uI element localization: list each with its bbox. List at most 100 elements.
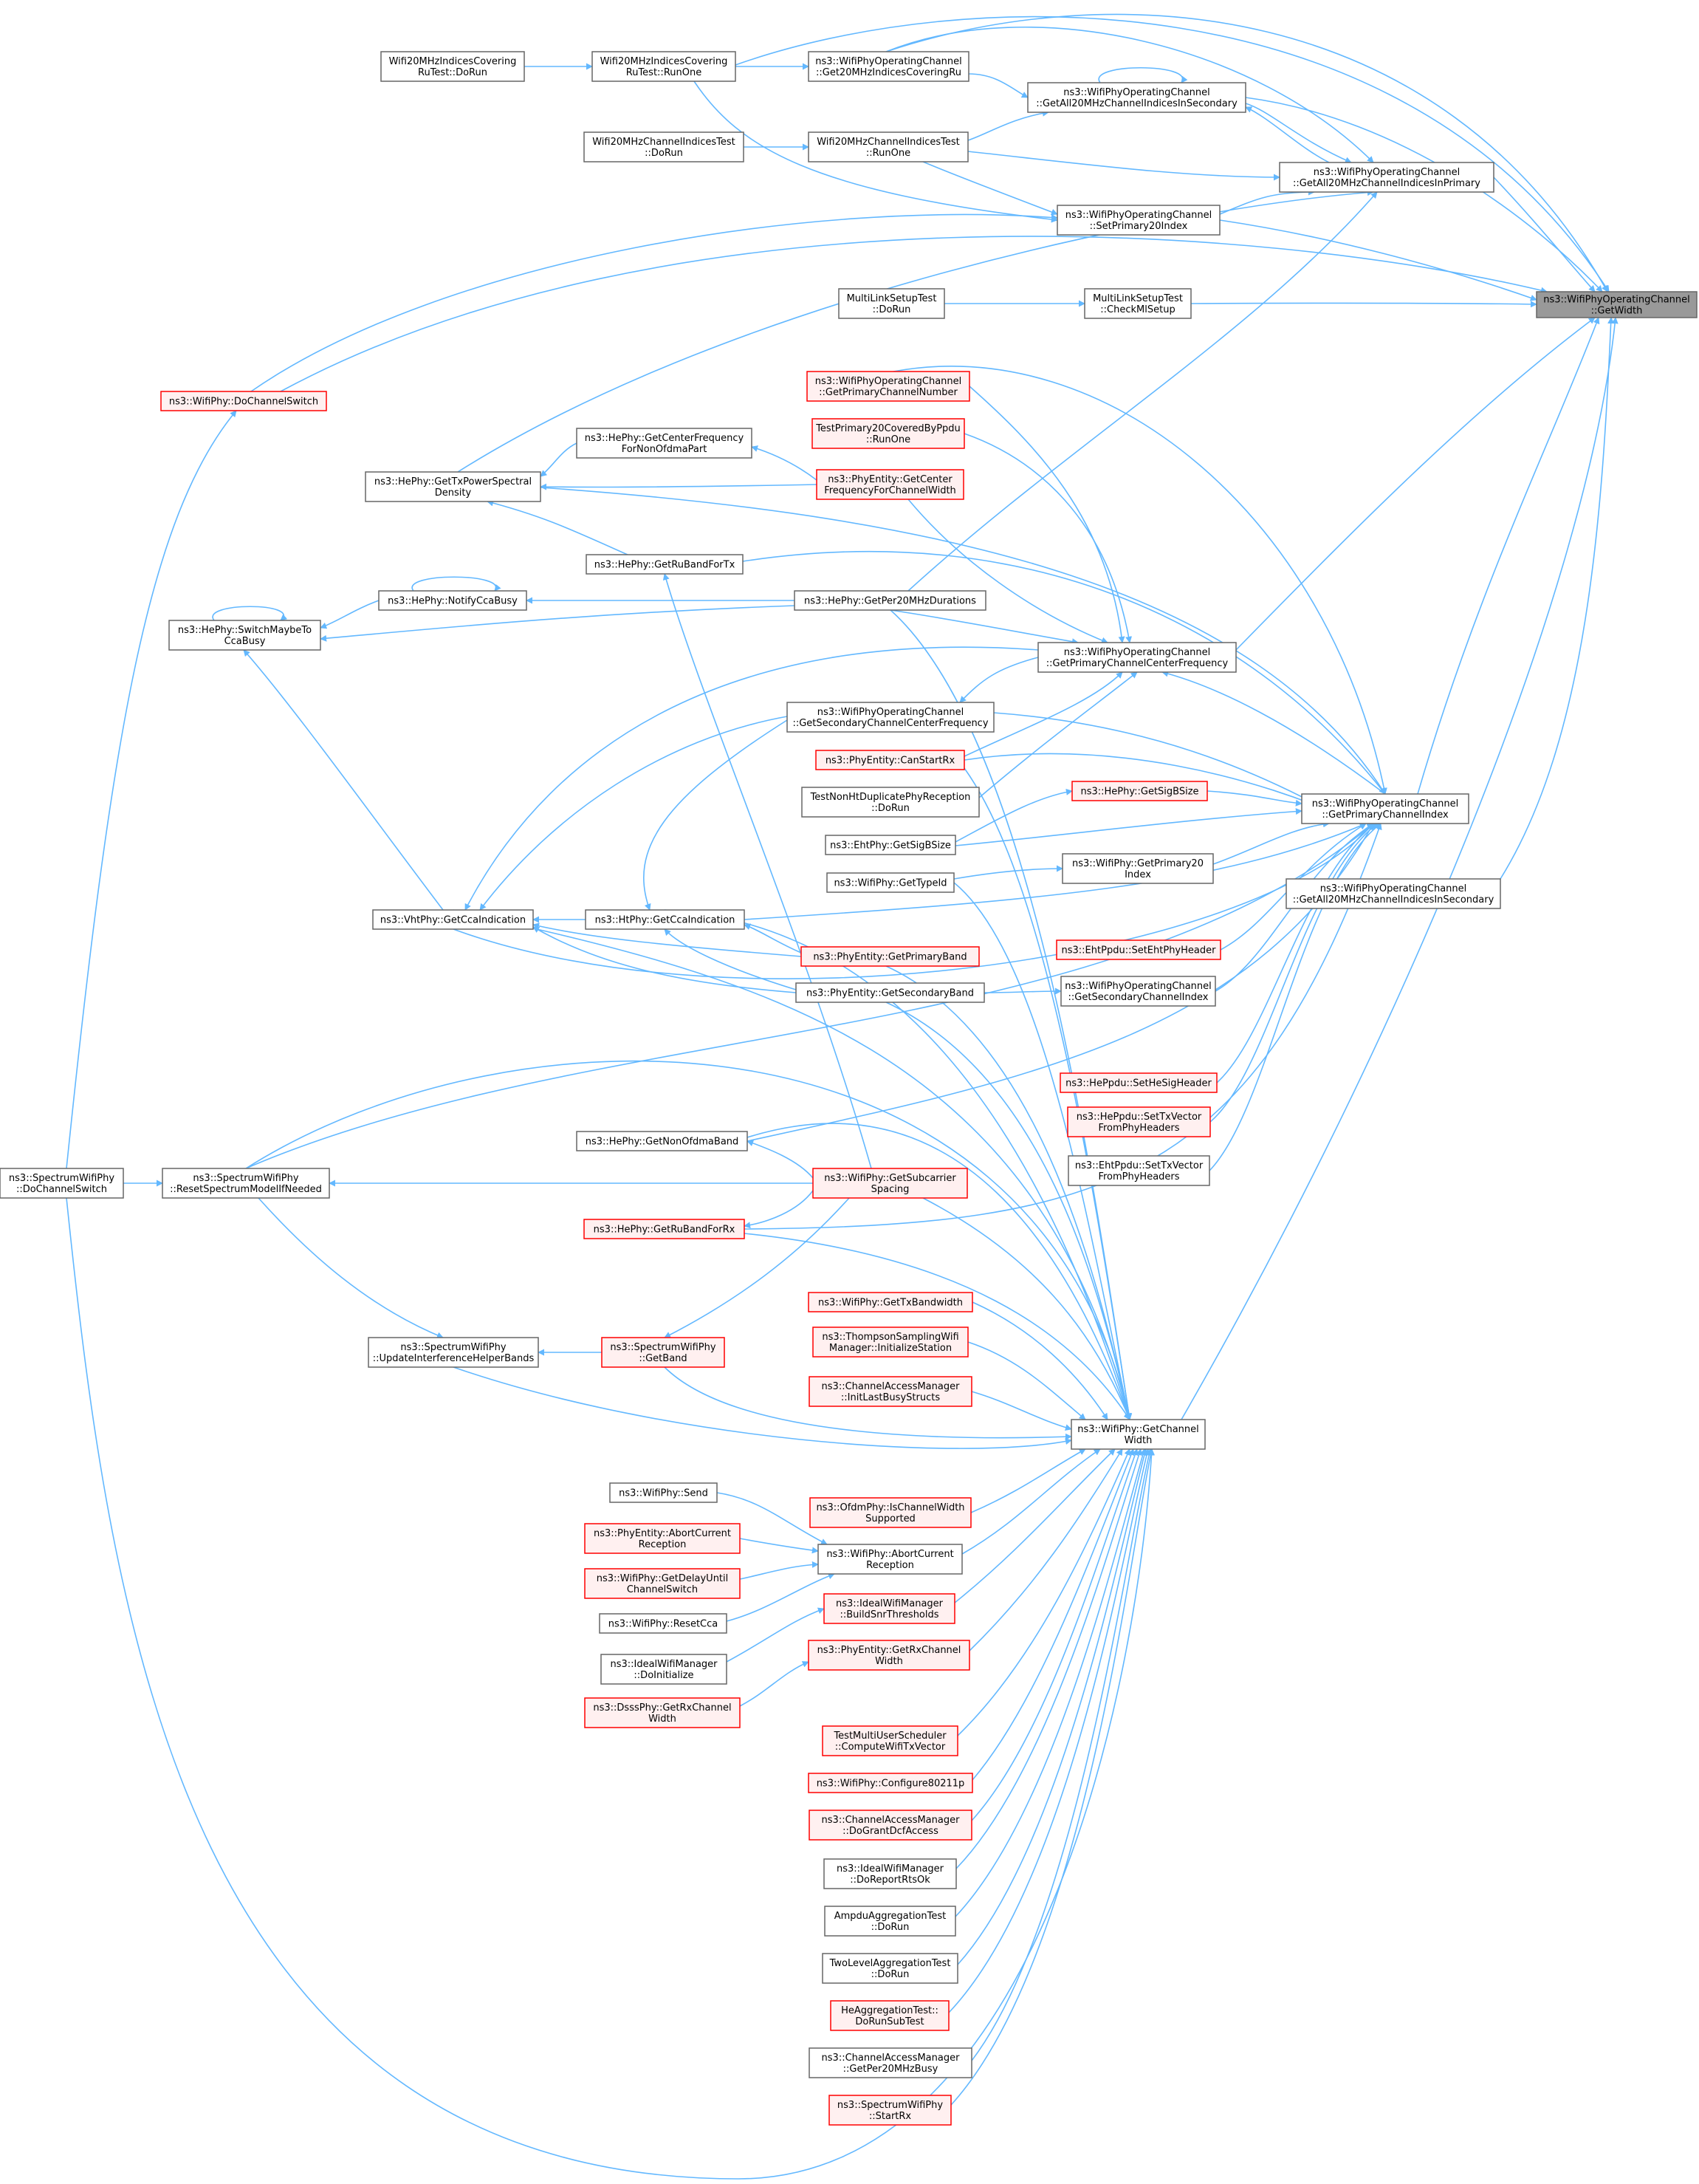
edge-getseccf-to-vhtcca: [479, 716, 788, 911]
node-notifycca[interactable]: ns3::HePhy::NotifyCcaBusy: [378, 590, 527, 611]
node-canstartrx[interactable]: ns3::PhyEntity::CanStartRx: [815, 750, 965, 770]
node-label: ns3::IdealWifiManager: [610, 1659, 718, 1670]
node-send[interactable]: ns3::WifiPhy::Send: [609, 1482, 718, 1503]
node-getper20dur[interactable]: ns3::HePhy::GetPer20MHzDurations: [794, 590, 986, 611]
node-gettxbw[interactable]: ns3::WifiPhy::GetTxBandwidth: [808, 1292, 973, 1312]
node-testnonht[interactable]: TestNonHtDuplicatePhyReception::DoRun: [801, 787, 980, 818]
node-box: [372, 909, 534, 930]
node-box: [1071, 781, 1208, 801]
node-mls_dorun[interactable]: MultiLinkSetupTest::DoRun: [838, 288, 945, 319]
node-setprim20[interactable]: ns3::WifiPhyOperatingChannel::SetPrimary…: [1057, 205, 1221, 236]
node-label: ns3::HtPhy::GetCcaIndication: [595, 915, 735, 926]
node-box: [584, 1697, 741, 1728]
node-getall20pri[interactable]: ns3::WifiPhyOperatingChannel::GetAll20MH…: [1279, 162, 1494, 193]
node-idealinit[interactable]: ns3::IdealWifiManager::DoInitialize: [600, 1654, 727, 1685]
node-get20covru[interactable]: ns3::WifiPhyOperatingChannel::Get20MHzIn…: [808, 51, 969, 82]
node-getall20sec2[interactable]: ns3::WifiPhyOperatingChannel::GetAll20MH…: [1286, 878, 1501, 909]
node-box: [365, 471, 541, 502]
node-spec_startrx[interactable]: ns3::SpectrumWifiPhy::StartRx: [828, 2095, 952, 2126]
node-label: ns3::WifiPhyOperatingChannel: [1320, 883, 1467, 894]
node-box: [1056, 939, 1221, 960]
node-box: [828, 2095, 952, 2126]
node-gettypeid[interactable]: ns3::WifiPhy::GetTypeId: [826, 872, 955, 893]
node-getsecband[interactable]: ns3::PhyEntity::GetSecondaryBand: [795, 982, 985, 1003]
node-label: ::DoRun: [645, 148, 683, 159]
node-vhtcca[interactable]: ns3::VhtPhy::GetCcaIndication: [372, 909, 534, 930]
edge-ehtsigbsize-to-getsigbsize: [955, 788, 1073, 843]
node-label: CcaBusy: [224, 636, 266, 647]
node-ehtsigbsize[interactable]: ns3::EhtPhy::GetSigBSize: [825, 835, 956, 855]
node-heagg[interactable]: HeAggregationTest::DoRunSubTest: [830, 2000, 950, 2031]
node-label: ns3::WifiPhy::ResetCca: [608, 1619, 718, 1630]
node-getseccf[interactable]: ns3::WifiPhyOperatingChannel::GetSeconda…: [786, 702, 995, 733]
node-getcfnonofdma[interactable]: ns3::HePhy::GetCenterFrequencyForNonOfdm…: [576, 428, 752, 459]
node-mls_check[interactable]: MultiLinkSetupTest::CheckMlSetup: [1084, 288, 1192, 319]
node-getnonofdma[interactable]: ns3::HePhy::GetNonOfdmaBand: [576, 1131, 748, 1151]
node-box: [1060, 976, 1216, 1007]
node-getrubandtx[interactable]: ns3::HePhy::GetRuBandForTx: [586, 554, 744, 575]
node-cam_initlast[interactable]: ns3::ChannelAccessManager::InitLastBusyS…: [809, 1376, 972, 1407]
node-htcca[interactable]: ns3::HtPhy::GetCcaIndication: [585, 909, 745, 930]
node-getprimcf[interactable]: ns3::WifiPhyOperatingChannel::GetPrimary…: [1037, 642, 1237, 673]
node-testmus[interactable]: TestMultiUserScheduler::ComputeWifiTxVec…: [822, 1725, 958, 1756]
node-cam_dogrant[interactable]: ns3::ChannelAccessManager::DoGrantDcfAcc…: [809, 1810, 972, 1841]
node-box: [808, 51, 969, 82]
node-box: [838, 288, 945, 319]
node-twolevel[interactable]: TwoLevelAggregationTest::DoRun: [822, 1953, 958, 1984]
edge-cam_initlast-to-getchw: [971, 1391, 1072, 1431]
node-box: [801, 787, 980, 818]
node-updinterf[interactable]: ns3::SpectrumWifiPhy::UpdateInterference…: [368, 1337, 539, 1368]
node-setehtphy[interactable]: ns3::EhtPpdu::SetEhtPhyHeader: [1056, 939, 1221, 960]
node-resetcca[interactable]: ns3::WifiPhy::ResetCca: [599, 1613, 727, 1634]
node-getprimband[interactable]: ns3::PhyEntity::GetPrimaryBand: [800, 946, 980, 967]
node-getprimchnum[interactable]: ns3::WifiPhyOperatingChannel::GetPrimary…: [806, 371, 970, 402]
edge-twolevel-to-getchw: [957, 1448, 1148, 1965]
node-idealbuild[interactable]: ns3::IdealWifiManager::BuildSnrThreshold…: [823, 1593, 955, 1624]
node-spec_dochsw[interactable]: ns3::SpectrumWifiPhy::DoChannelSwitch: [0, 1168, 124, 1199]
node-w20ch_dorun[interactable]: Wifi20MHzChannelIndicesTest::DoRun: [583, 131, 744, 162]
node-sethesig[interactable]: ns3::HePpdu::SetHeSigHeader: [1060, 1072, 1218, 1093]
node-getcfchw[interactable]: ns3::PhyEntity::GetCenterFrequencyForCha…: [816, 469, 964, 500]
node-box: [1027, 82, 1246, 113]
node-label: FromPhyHeaders: [1098, 1123, 1179, 1134]
node-idealrts[interactable]: ns3::IdealWifiManager::DoReportRtsOk: [823, 1858, 957, 1889]
node-label: ns3::WifiPhy::GetTxBandwidth: [818, 1298, 963, 1309]
node-thompson[interactable]: ns3::ThompsonSamplingWifiManager::Initia…: [812, 1327, 969, 1358]
node-getwidth[interactable]: ns3::WifiPhyOperatingChannel::GetWidth: [1536, 291, 1698, 318]
node-getband[interactable]: ns3::SpectrumWifiPhy::GetBand: [601, 1337, 725, 1368]
edge-spec_dochsw-to-dochswitch: [66, 410, 237, 1169]
node-getprimidx[interactable]: ns3::WifiPhyOperatingChannel::GetPrimary…: [1301, 793, 1469, 824]
node-testprim20[interactable]: TestPrimary20CoveredByPpdu::RunOne: [811, 418, 965, 449]
node-getsecidx[interactable]: ns3::WifiPhyOperatingChannel::GetSeconda…: [1060, 976, 1216, 1007]
edge-testnonht-to-getprimcf: [978, 671, 1138, 798]
edge-getnonofdma-to-getchw: [746, 1123, 1131, 1420]
node-dochswitch[interactable]: ns3::WifiPhy::DoChannelSwitch: [160, 391, 327, 411]
node-resetspec[interactable]: ns3::SpectrumWifiPhy::ResetSpectrumModel…: [162, 1168, 330, 1199]
node-box: [822, 1725, 958, 1756]
edge-gettxpsd-to-getall20pri: [457, 189, 1374, 473]
node-getrubandrx[interactable]: ns3::HePhy::GetRuBandForRx: [583, 1219, 745, 1239]
node-conf80211p[interactable]: ns3::WifiPhy::Configure80211p: [808, 1773, 973, 1793]
node-box: [168, 620, 321, 651]
node-cam_per20[interactable]: ns3::ChannelAccessManager::GetPer20MHzBu…: [809, 2047, 972, 2078]
node-getsigbsize[interactable]: ns3::HePhy::GetSigBSize: [1071, 781, 1208, 801]
node-getall20sec[interactable]: ns3::WifiPhyOperatingChannel::GetAll20MH…: [1027, 82, 1246, 113]
edge-get20covru-to-getall20sec: [968, 73, 1029, 98]
node-ampdu[interactable]: AmpduAggregationTest::DoRun: [824, 1906, 956, 1937]
node-w20ch_runone[interactable]: Wifi20MHzChannelIndicesTest::RunOne: [808, 131, 969, 162]
